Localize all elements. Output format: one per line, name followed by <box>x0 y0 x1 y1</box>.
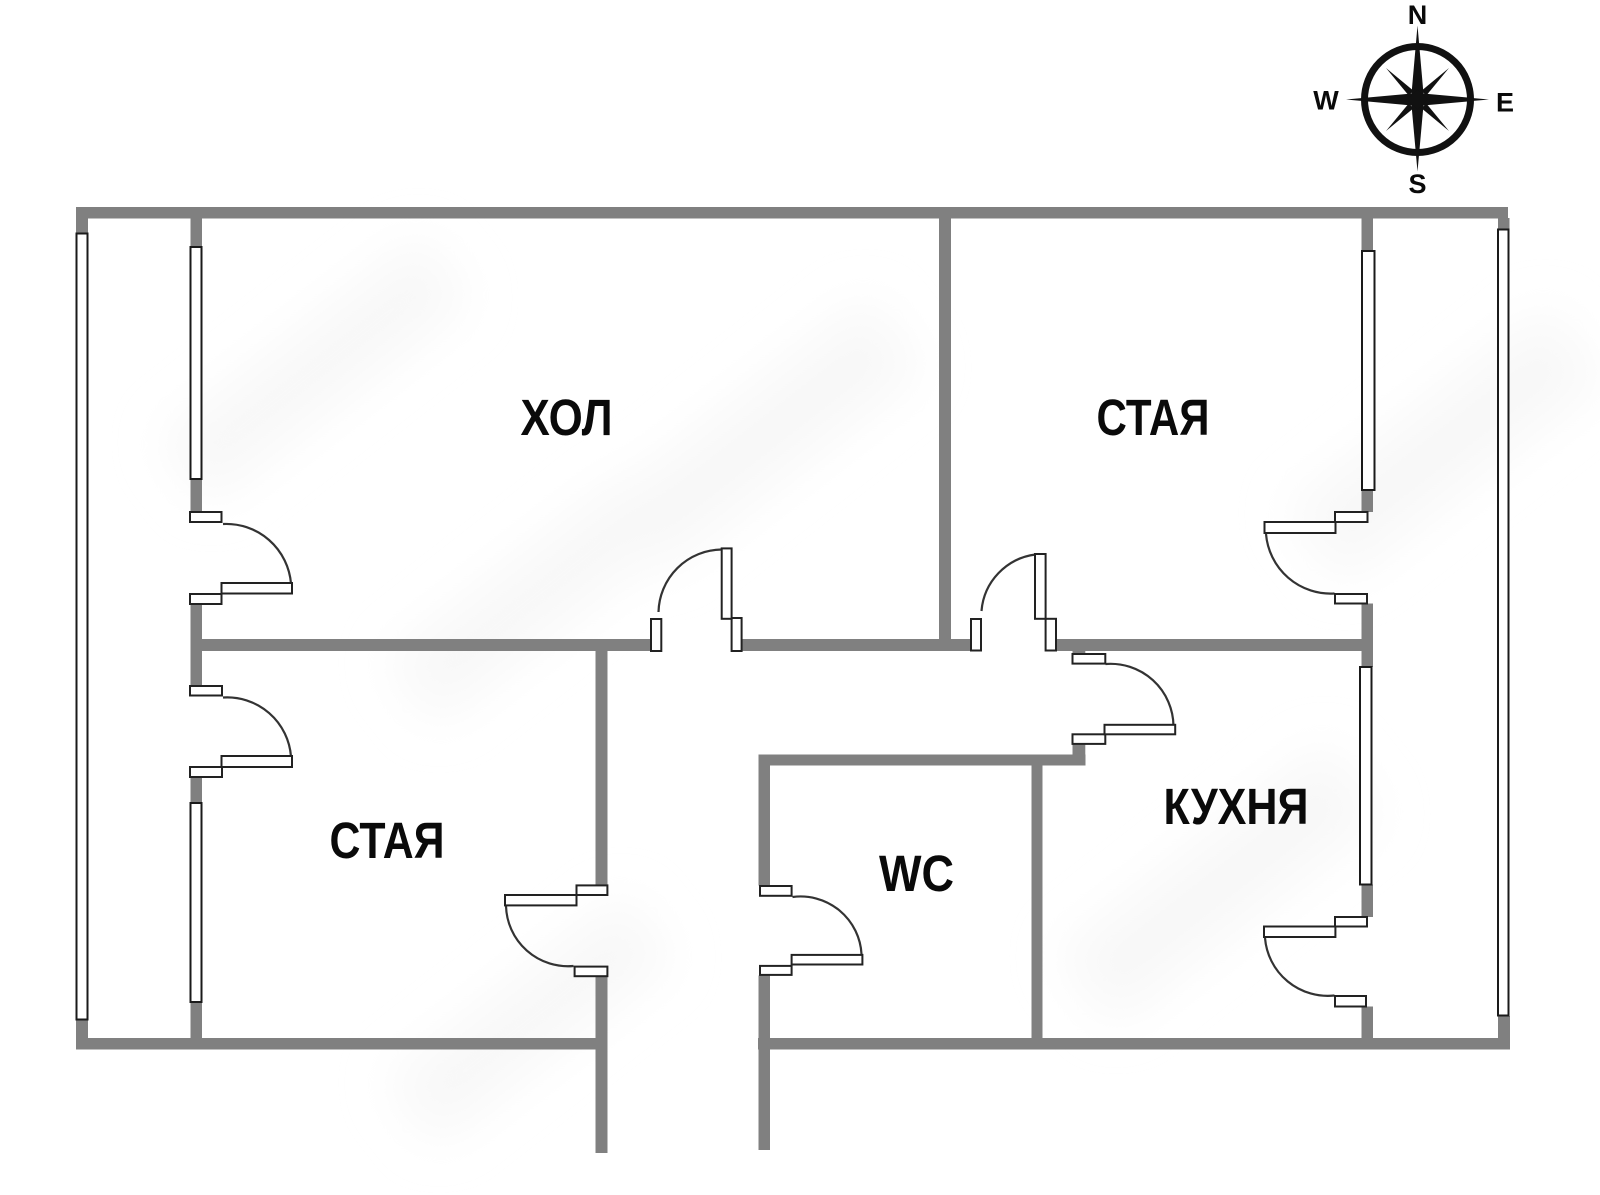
svg-text:КУХНЯ: КУХНЯ <box>1164 778 1309 835</box>
svg-text:СТАЯ: СТАЯ <box>1097 389 1210 446</box>
svg-text:ХОЛ: ХОЛ <box>521 389 613 446</box>
svg-text:E: E <box>1496 88 1514 118</box>
svg-text:S: S <box>1408 169 1426 199</box>
svg-text:WC: WC <box>879 845 954 902</box>
svg-text:СТАЯ: СТАЯ <box>330 812 445 869</box>
svg-text:N: N <box>1408 0 1428 30</box>
svg-text:W: W <box>1313 86 1339 116</box>
